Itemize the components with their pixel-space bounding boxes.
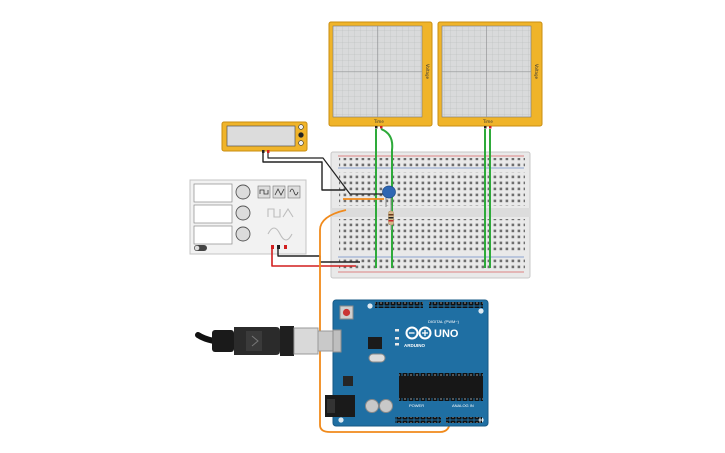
voltage-regulator (343, 376, 353, 386)
fg-wave-preview-sine (267, 227, 293, 241)
power-header[interactable] (395, 417, 441, 423)
breadboard[interactable] (330, 151, 531, 279)
terminal-strip-top[interactable] (339, 172, 525, 206)
triangle-wave-icon[interactable] (272, 185, 286, 199)
power-rail-top[interactable] (339, 158, 525, 167)
fg-knob-amplitude[interactable] (235, 205, 251, 221)
terminal-strip-bottom[interactable] (339, 219, 525, 253)
multimeter-mode-r[interactable] (298, 140, 304, 146)
digital-header-right[interactable] (429, 302, 483, 308)
arduino-uno[interactable]: DIGITAL (PWM~) UNO ARDUINO (325, 299, 489, 427)
atmega-chip (399, 376, 483, 398)
power-rail-bottom[interactable] (339, 259, 525, 270)
fg-display-amplitude (193, 204, 233, 224)
fg-terminal-out[interactable] (284, 245, 287, 249)
multimeter-mode-a[interactable] (298, 124, 304, 130)
arduino-usb-port[interactable] (332, 329, 342, 353)
oscilloscope-left[interactable]: Time Voltage (328, 21, 433, 129)
resistor[interactable] (388, 205, 394, 230)
multimeter-terminal-com[interactable] (262, 150, 265, 153)
led-rx (395, 343, 399, 346)
arduino-logo-icon (405, 326, 432, 340)
scope-left-terminal-pos[interactable] (380, 126, 383, 129)
arduino-logo-text: ARDUINO (404, 343, 425, 348)
fg-terminal-pos[interactable] (271, 245, 274, 249)
scope-left-time-label: Time (373, 119, 384, 124)
fg-knob-frequency[interactable] (235, 184, 251, 200)
function-generator[interactable] (189, 179, 307, 255)
scope-right-time-label: Time (482, 119, 493, 124)
multimeter[interactable] (221, 121, 308, 153)
fg-wave-preview-square (267, 208, 281, 218)
crystal (368, 353, 386, 363)
wire-red-fg-output[interactable] (271, 249, 356, 267)
usb-cable[interactable] (195, 326, 339, 356)
fg-wave-preview-triangle (282, 207, 294, 218)
wire-black-multimeter[interactable] (262, 153, 345, 191)
fg-power-toggle[interactable] (194, 245, 207, 251)
board-capacitor-2 (379, 399, 393, 413)
arduino-model: UNO (434, 328, 459, 340)
sine-wave-icon[interactable] (287, 185, 301, 199)
wire-green-scope-left-pos[interactable] (380, 128, 394, 268)
digital-label: DIGITAL (PWM~) (428, 319, 460, 324)
scope-right-voltage-label: Voltage (534, 64, 539, 80)
fg-display-frequency (193, 183, 233, 203)
scope-left-voltage-label: Voltage (425, 64, 430, 80)
scope-right-terminal-neg[interactable] (484, 126, 487, 129)
scope-right-terminal-pos[interactable] (489, 126, 492, 129)
square-wave-icon[interactable] (257, 185, 271, 199)
scope-left-terminal-neg[interactable] (375, 126, 378, 129)
dc-jack-icon[interactable] (325, 395, 355, 417)
analog-header[interactable] (446, 417, 482, 423)
wire-orange-arduino-a0[interactable] (319, 209, 451, 433)
digital-header-left[interactable] (375, 302, 423, 308)
multimeter-mode-v[interactable] (298, 132, 304, 138)
wires[interactable] (262, 128, 491, 433)
fg-knob-offset[interactable] (235, 226, 251, 242)
power-label: POWER (409, 403, 424, 408)
board-capacitor-1 (365, 399, 379, 413)
usb-chip (368, 337, 382, 349)
multimeter-terminal-pos[interactable] (267, 150, 270, 153)
reset-button-icon[interactable] (339, 305, 354, 320)
led-tx (395, 337, 399, 340)
fg-terminal-neg[interactable] (277, 245, 280, 249)
analog-label: ANALOG IN (452, 403, 474, 408)
wire-black-multimeter-probe[interactable] (267, 153, 385, 195)
oscilloscope-right[interactable]: Time Voltage (437, 21, 543, 129)
led-l (395, 329, 399, 332)
fg-display-offset (193, 225, 233, 245)
capacitor[interactable] (382, 185, 396, 207)
